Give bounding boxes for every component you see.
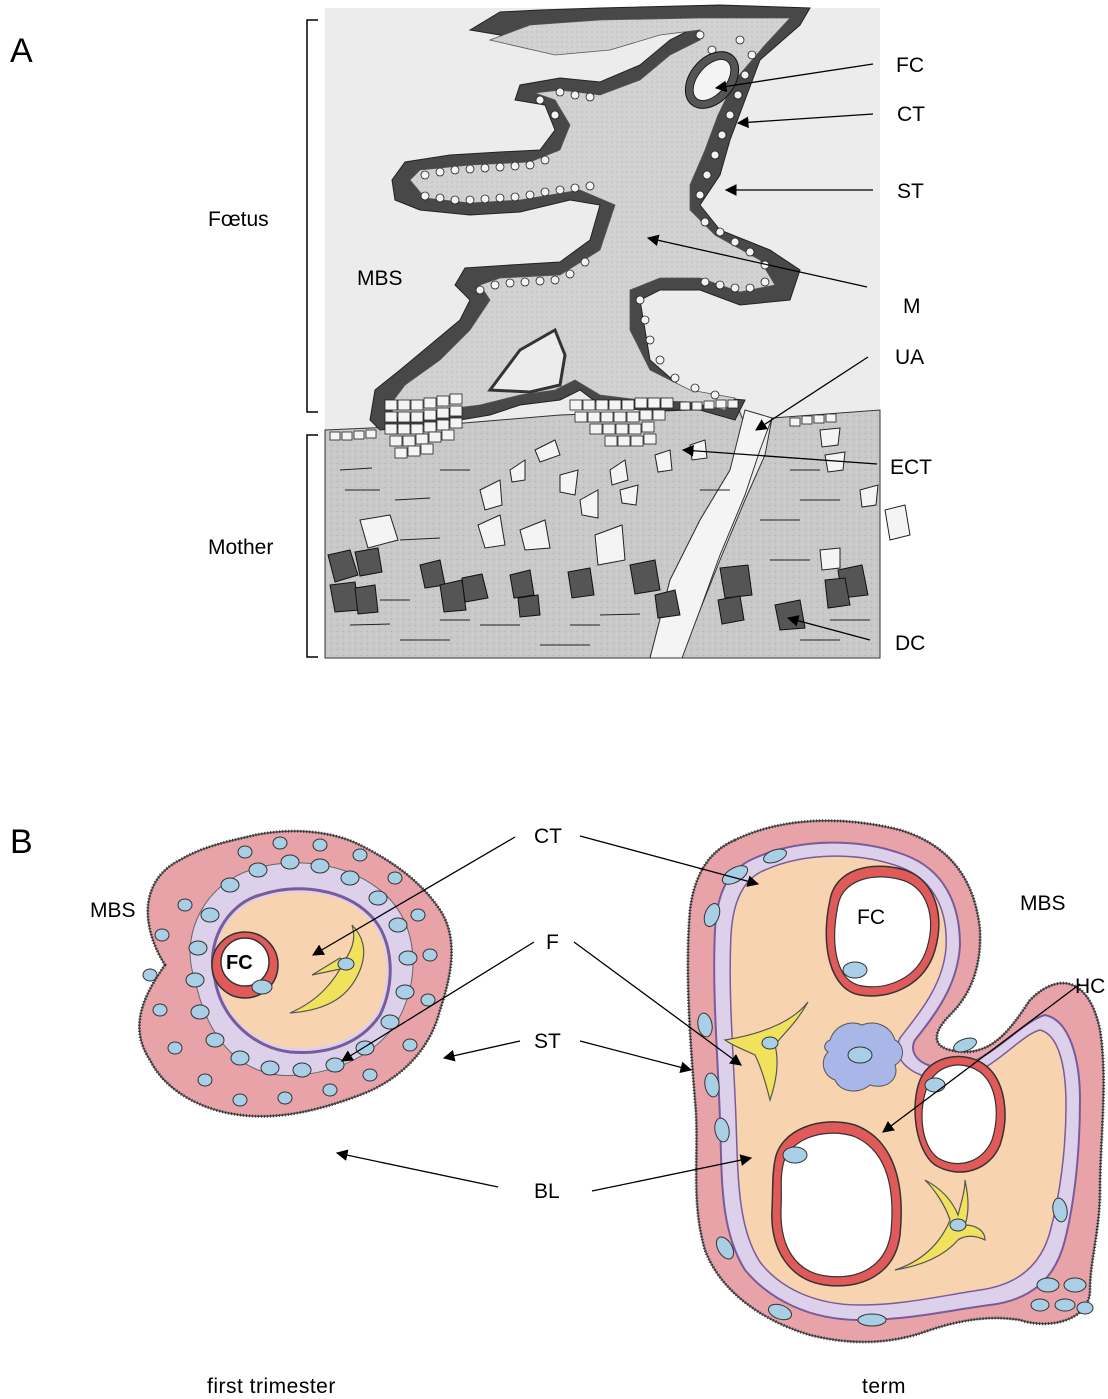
bl-label-b: BL [534, 1181, 560, 1202]
mbs-label-a: MBS [357, 268, 403, 289]
hc-label-b: HC [1075, 976, 1105, 997]
dc-label-a: DC [895, 633, 925, 654]
caption-term: term [862, 1376, 906, 1397]
mbs-label-b-left: MBS [90, 900, 136, 921]
m-label-a: M [903, 296, 921, 317]
ct-label-b: CT [534, 826, 562, 847]
ect-label-a: ECT [890, 457, 932, 478]
fc-label-large: FC [857, 907, 885, 928]
first-trimester-villus [139, 831, 451, 1116]
mother-bracket [307, 435, 318, 657]
panel-b-letter: B [10, 825, 33, 859]
ua-label-a: UA [895, 347, 924, 368]
st-label-a: ST [897, 181, 924, 202]
fc-label-a: FC [896, 55, 924, 76]
st-label-b: ST [534, 1031, 561, 1052]
fetus-bracket [307, 20, 318, 412]
f-label-b: F [546, 932, 559, 953]
mother-bracket-label: Mother [208, 537, 273, 558]
caption-first-trimester: first trimester [207, 1376, 336, 1397]
fc-label-small: FC [226, 953, 253, 973]
mbs-label-b-right: MBS [1020, 893, 1066, 914]
ct-label-a: CT [897, 104, 925, 125]
fetus-bracket-label: Fœtus [208, 209, 269, 230]
